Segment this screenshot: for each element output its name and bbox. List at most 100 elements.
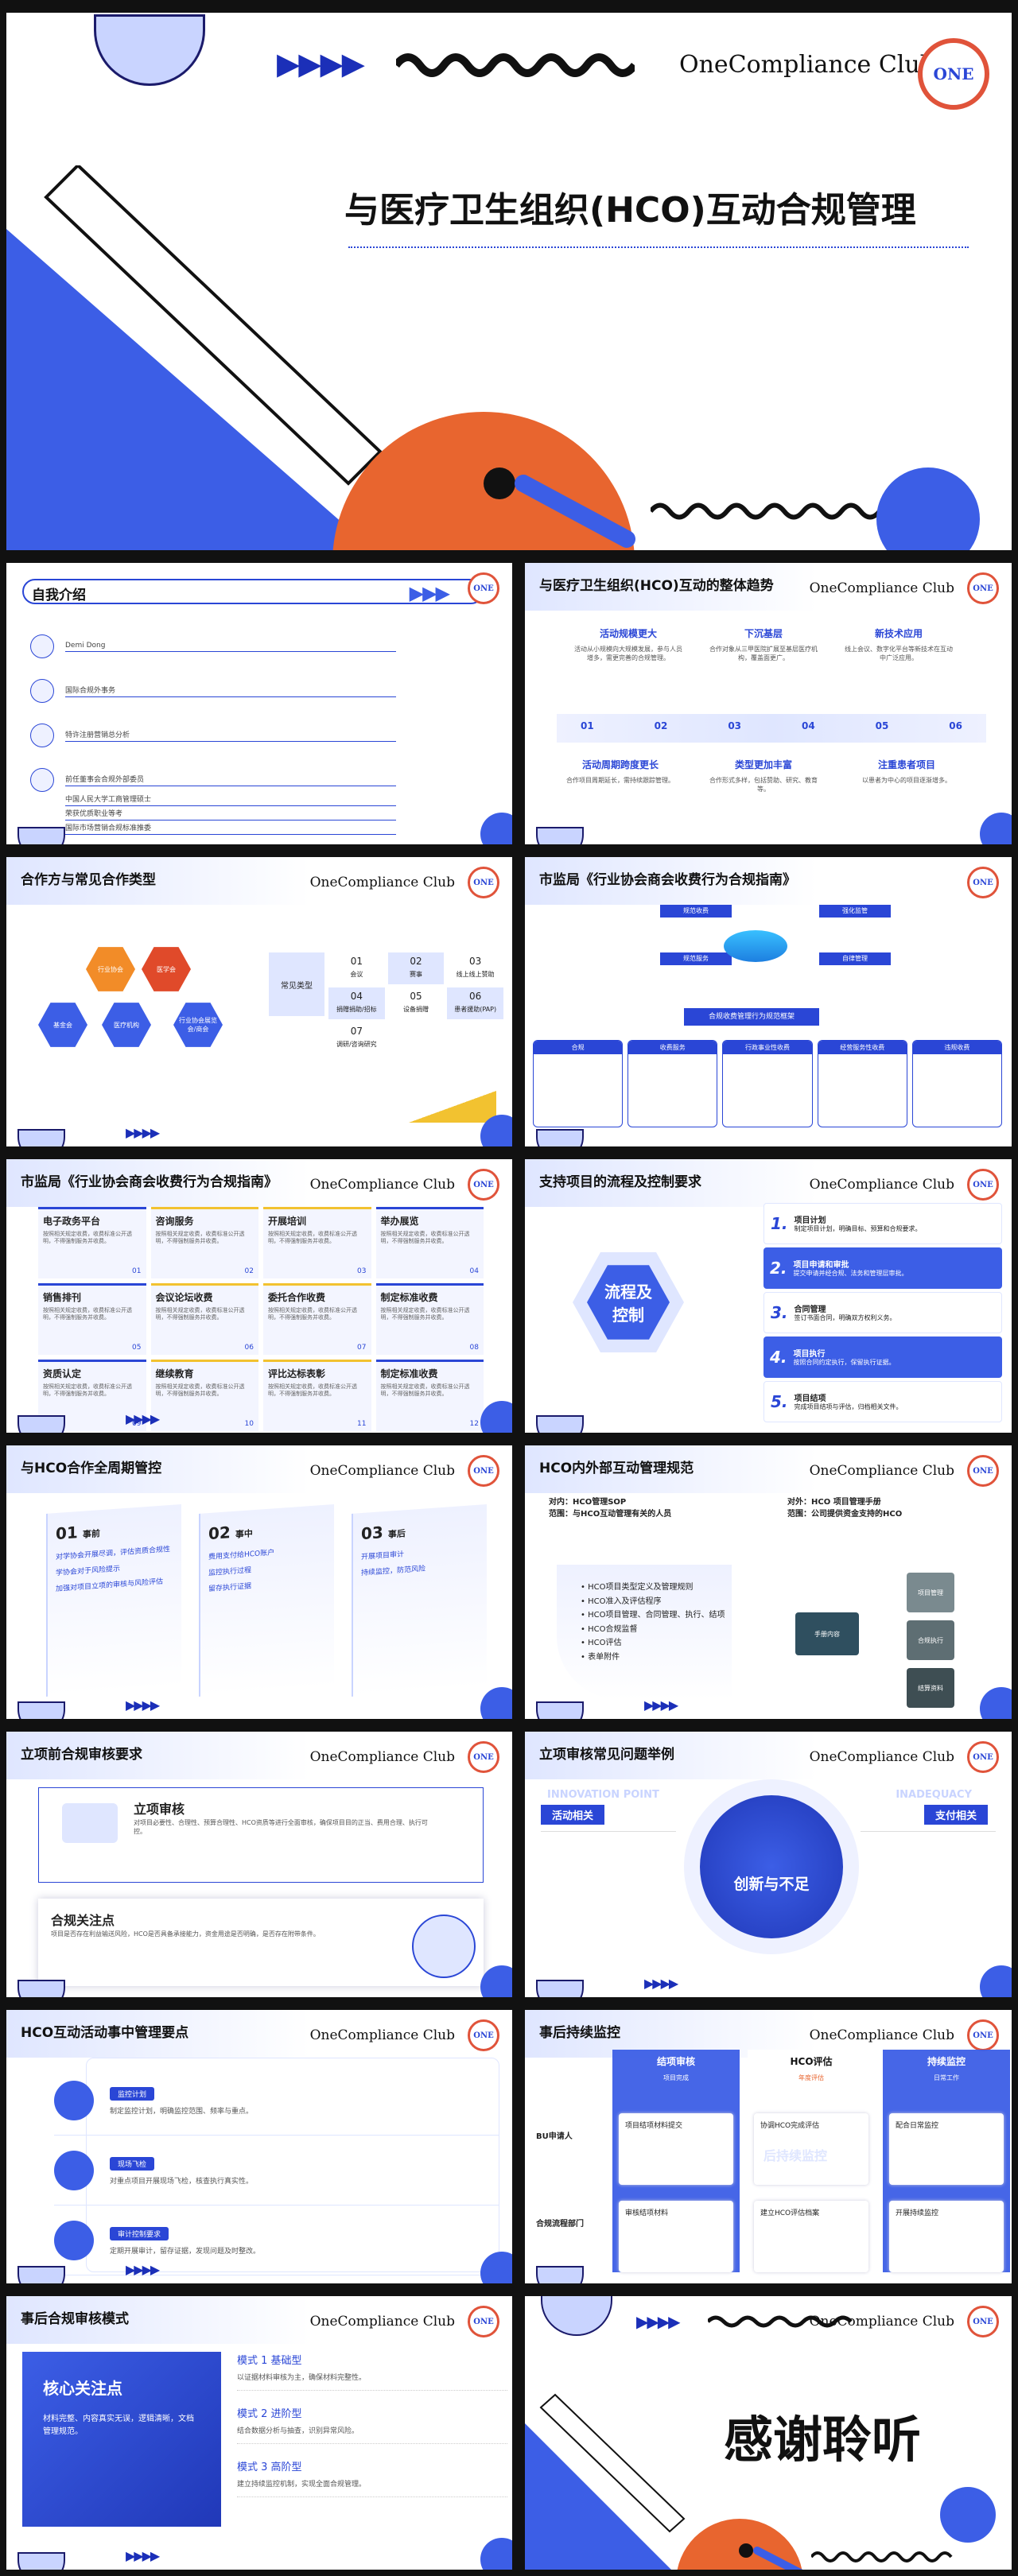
user-icon [30, 768, 54, 792]
mode-head: 模式 2 进阶型 [237, 2408, 302, 2420]
intro-text: 特许注册营销总分析 [65, 729, 396, 742]
blue-circle [876, 467, 980, 550]
review-slide: 立项前合规审核要求 OneCompliance Club ONE 立项审核 对项… [0, 1725, 519, 2004]
brand-name: OneCompliance Club [309, 2314, 455, 2330]
step-desc: 签订书面合同，明确双方权利义务。 [794, 1314, 896, 1322]
slide-title: HCO内外部互动管理规范 [539, 1461, 694, 1476]
cell-desc: 按照相关规定收费，收费标准公开透明，不得强制服务并收费。 [155, 1231, 245, 1245]
trend-card: 下沉基层合作对象从三甲医院扩展至基层医疗机构，覆盖面更广。 [708, 627, 819, 662]
review-a-desc: 对项目必要性、合理性、预算合理性、HCO资质等进行全面审核，确保项目目的正当、费… [134, 1819, 428, 1835]
cell-num: 01 [132, 1267, 142, 1275]
card-num: 01 [56, 1523, 78, 1544]
point-row: 现场飞检对重点项目开展现场飞检，核查执行真实性。 [54, 2136, 499, 2206]
intro-text: 中国人民大学工商管理硕士 [65, 793, 396, 806]
club-logo: ONE [468, 1455, 499, 1487]
partner-label: 行业协会 [98, 965, 123, 973]
slide-title: 合作方与常见合作类型 [21, 872, 156, 888]
card-title: 事后 [387, 1528, 406, 1540]
process-step: 4.项目执行按照合同约定执行，保留执行证据。 [764, 1336, 1002, 1378]
step-head: 项目计划 [794, 1216, 826, 1226]
brand-name: OneCompliance Club [309, 2027, 455, 2043]
type-num: 06 [469, 991, 482, 1002]
smr1-slide: 市监局《行业协会商会收费行为合规指南》 ONE 规范收费强化监管规范服务自律管理… [519, 851, 1018, 1153]
user-icon [30, 724, 54, 747]
guide-box: 规范收费 [660, 905, 732, 918]
trend-num: 03 [728, 720, 742, 731]
cell-head: 举办展览 [380, 1216, 419, 1227]
brand-name: OneCompliance Club [809, 1749, 954, 1765]
type-text: 赛事 [409, 971, 422, 978]
trend-desc: 线上会议、数字化平台等新技术在互动中广泛应用。 [845, 646, 953, 662]
intro-text: 荣获优质职业等考 [65, 808, 396, 821]
club-logo: ONE [468, 867, 499, 898]
brand-name: OneCompliance Club [809, 1177, 954, 1193]
mode-desc: 建立持续监控机制，实现全面合规管理。 [237, 2478, 507, 2497]
guide-column: 合规 [533, 1040, 624, 1127]
card-item: 持续监控，防范风险 [361, 1565, 426, 1578]
sop-item: • HCO评估 [581, 1639, 622, 1647]
trend-card: 类型更加丰富合作形式多样，包括赞助、研究、教育等。 [708, 758, 819, 793]
point-desc: 定期开展审计，留存证据，发现问题及时整改。 [110, 2248, 261, 2256]
brand-name: OneCompliance Club [679, 51, 935, 79]
trend-head: 下沉基层 [744, 628, 783, 639]
brand-name: OneCompliance Club [809, 2027, 954, 2043]
mode-head: 模式 1 基础型 [237, 2355, 302, 2367]
club-logo: ONE [468, 2306, 499, 2337]
brand-name: OneCompliance Club [309, 875, 455, 890]
trend-card: 活动规模更大活动从小规模向大规模发展，参与人员增多，需更完善的合规管理。 [573, 627, 684, 662]
brand-name: OneCompliance Club [809, 1463, 954, 1479]
sop-item: • HCO合规监督 [581, 1624, 638, 1634]
cell-num: 09 [132, 1420, 142, 1428]
post-sub: 年度评估 [798, 2074, 824, 2081]
cell-head: 委托合作收费 [268, 1292, 326, 1303]
points-slide: HCO互动活动事中管理要点 OneCompliance Club ONE 监控计… [0, 2004, 519, 2290]
intro-text: 国际合规外事务 [65, 685, 396, 697]
cover-slide: ▶▶▶▶ OneCompliance Club ONE 与医疗卫生组织(HCO)… [0, 0, 1018, 557]
type-label: 常见类型 [269, 952, 324, 1016]
guide-cell: 资质认定按照相关规定收费，收费标准公开透明，不得强制服务并收费。09 [38, 1360, 146, 1431]
mode-desc: 结合数据分析与抽查，识别异常风险。 [237, 2425, 507, 2444]
point-icon [54, 2220, 94, 2260]
cell-head: 继续教育 [155, 1368, 194, 1379]
node-label: 项目管理 [918, 1589, 943, 1596]
ghost-text: 后持续监控 [764, 2148, 828, 2163]
guide-cell: 评比达标表彰按照相关规定收费，收费标准公开透明，不得强制服务并收费。11 [263, 1360, 371, 1431]
laptop-icon [62, 1803, 118, 1843]
step-num: 3. [771, 1303, 788, 1322]
list-item: 前任董事会合规外部委员 [30, 768, 396, 792]
step-desc: 按照合同约定执行，保留执行证据。 [793, 1359, 896, 1367]
wave-decoration [396, 53, 635, 77]
point-desc: 对重点项目开展现场飞检，核查执行真实性。 [110, 2178, 254, 2186]
brand-name: OneCompliance Club [309, 1749, 455, 1765]
internal-left-head: 对内：HCO管理SOP 范围：与HCO互动管理有关的人员 [549, 1498, 672, 1519]
cell-desc: 按照相关规定收费，收费标准公开透明，不得强制服务并收费。 [268, 1383, 357, 1398]
step-num: 1. [771, 1214, 788, 1233]
cell-num: 12 [469, 1420, 479, 1428]
column-head: 收费服务 [628, 1041, 717, 1054]
cell-num: 03 [357, 1267, 367, 1275]
guide-box: 自律管理 [819, 952, 891, 965]
smr2-slide: 市监局《行业协会商会收费行为合规指南》 OneCompliance Club O… [0, 1153, 519, 1439]
left-tag: 活动相关 [541, 1805, 605, 1825]
process-slide: 支持项目的流程及控制要求 OneCompliance Club ONE 流程及控… [519, 1153, 1018, 1439]
brand-name: OneCompliance Club [809, 2314, 954, 2330]
handbook-node: 手册内容 [795, 1612, 859, 1655]
guide-column: 行政事业性收费 [722, 1040, 813, 1127]
guide-cell: 销售排刊按照相关规定收费，收费标准公开透明，不得强制服务并收费。05 [38, 1283, 146, 1355]
guide-cell: 继续教育按照相关规定收费，收费标准公开透明，不得强制服务并收费。10 [150, 1360, 258, 1431]
cell-num: 06 [244, 1344, 254, 1352]
point-head: 监控计划 [110, 2087, 155, 2101]
cell-head: 电子政务平台 [43, 1216, 101, 1227]
club-logo: ONE [967, 572, 999, 604]
post-row-head: BU申请人 [536, 2132, 573, 2141]
mode-head: 模式 3 高阶型 [237, 2462, 302, 2473]
trend-desc: 合作对象从三甲医院扩展至基层医疗机构，覆盖面更广。 [709, 646, 818, 662]
step-body: 项目执行按照合同约定执行，保留执行证据。 [794, 1347, 896, 1367]
type-text: 捐赠捐助/招标 [336, 1006, 377, 1013]
